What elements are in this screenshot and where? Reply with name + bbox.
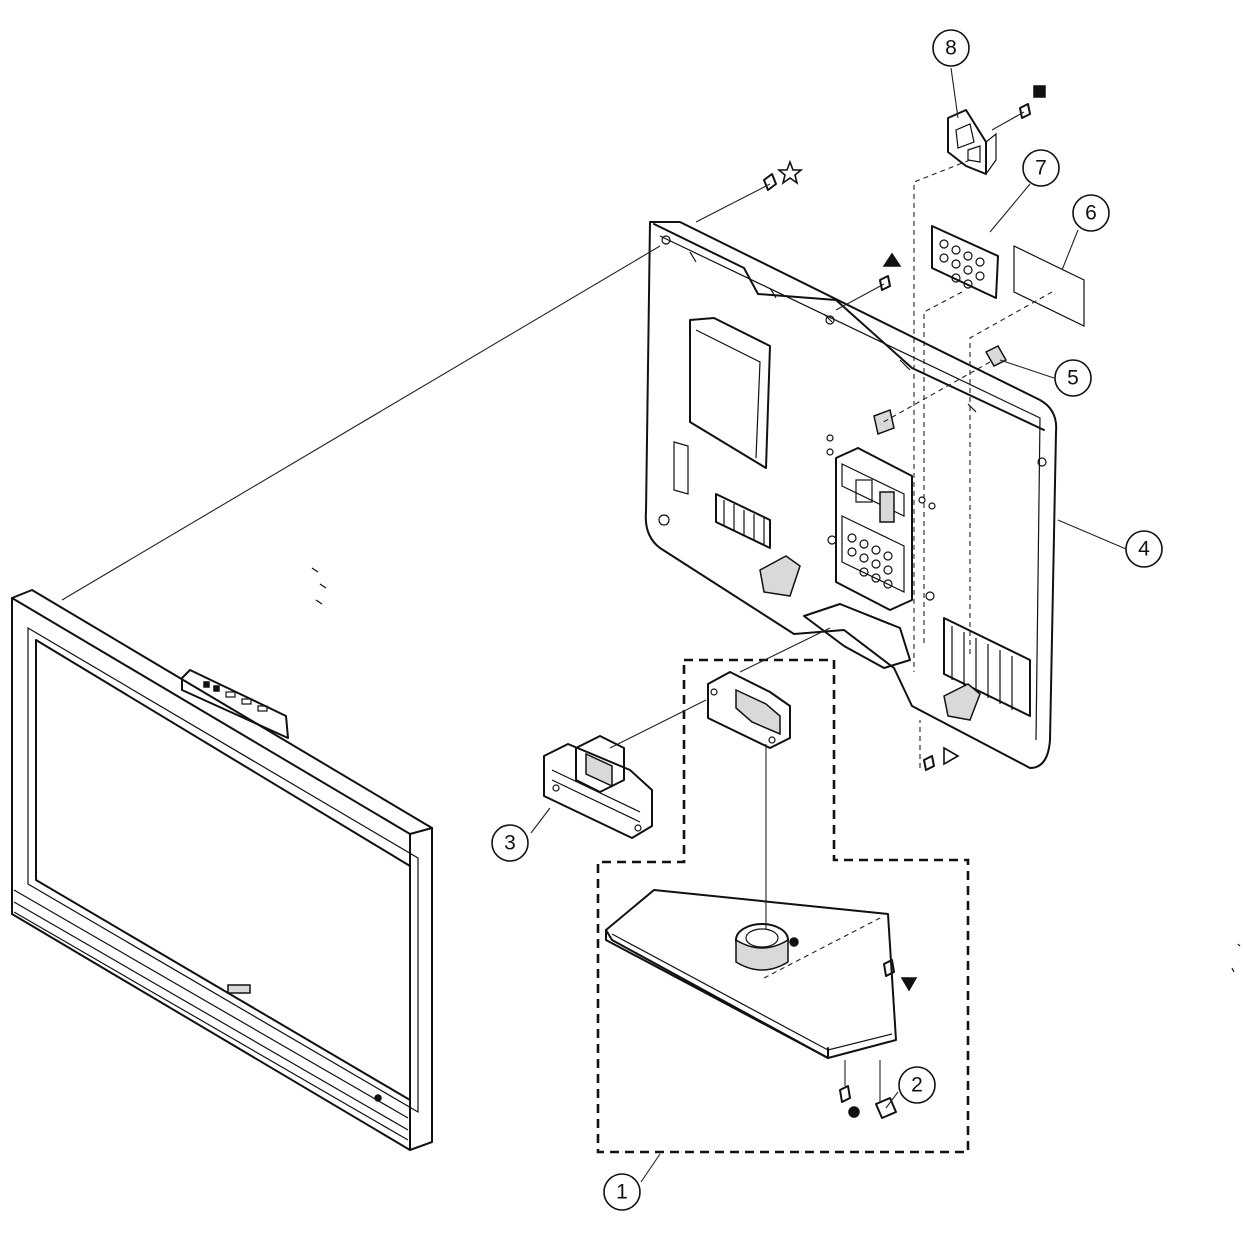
callout-6-label: 6 — [1085, 202, 1097, 225]
callout-8-label: 8 — [945, 37, 957, 60]
control-buttons — [203, 681, 268, 712]
guide-plate-6 — [969, 291, 1053, 656]
bracket-part-8 — [947, 109, 997, 175]
outline-star-icon — [776, 159, 804, 185]
callout-3-label: 3 — [504, 832, 516, 855]
callout-8: 8 — [932, 29, 970, 67]
callout-2: 2 — [898, 1066, 936, 1104]
stand-neck-bracket — [707, 671, 791, 749]
callout-7: 7 — [1022, 149, 1060, 187]
panel-part-7 — [931, 225, 999, 299]
callout-leaders — [530, 67, 1127, 1183]
callout-4-label: 4 — [1138, 538, 1150, 561]
stand-base-plate — [605, 889, 897, 1059]
guide-line-bezel — [61, 245, 661, 601]
clip-part-5 — [984, 345, 1008, 367]
stray-marks — [1231, 943, 1241, 973]
guide-hinge — [609, 699, 707, 749]
filled-triangle-up-icon — [882, 252, 902, 267]
callout-6: 6 — [1072, 194, 1110, 232]
screw-bracket — [991, 85, 1046, 131]
io-terminal-panel — [826, 434, 936, 611]
callout-4: 4 — [1125, 530, 1163, 568]
stand-clip-part-2 — [875, 1060, 897, 1119]
callout-5: 5 — [1054, 359, 1092, 397]
guide-neck — [739, 627, 831, 673]
screw-top-left — [695, 159, 804, 223]
filled-square-icon — [1033, 85, 1046, 98]
screw-stand-front — [839, 1060, 860, 1118]
callout-1-label: 1 — [616, 1181, 628, 1204]
screw-back-cover — [835, 252, 902, 311]
callout-3: 3 — [491, 824, 529, 862]
filled-circle-icon — [848, 1106, 860, 1118]
screw-stand-right — [883, 959, 918, 992]
screw-bottom — [923, 746, 960, 771]
power-indicator — [374, 1094, 382, 1102]
tv-front-bezel — [11, 567, 433, 1151]
callout-7-label: 7 — [1035, 157, 1047, 180]
guide-stand-screw — [763, 917, 881, 979]
callout-5-label: 5 — [1067, 367, 1079, 390]
outline-triangle-right-icon — [943, 746, 960, 766]
stand-assembly-group — [596, 658, 970, 1154]
callout-1: 1 — [603, 1173, 641, 1211]
callout-2-label: 2 — [911, 1074, 923, 1097]
guide-panel-7 — [923, 291, 963, 644]
guide-clip-5 — [879, 361, 991, 425]
filled-triangle-down-icon — [900, 977, 918, 992]
label-plate-part-6 — [1013, 245, 1085, 327]
logo-badge — [227, 984, 251, 994]
hinge-assembly-part-3 — [543, 735, 653, 839]
guide-bracket — [913, 159, 971, 672]
back-cover — [644, 221, 1058, 769]
